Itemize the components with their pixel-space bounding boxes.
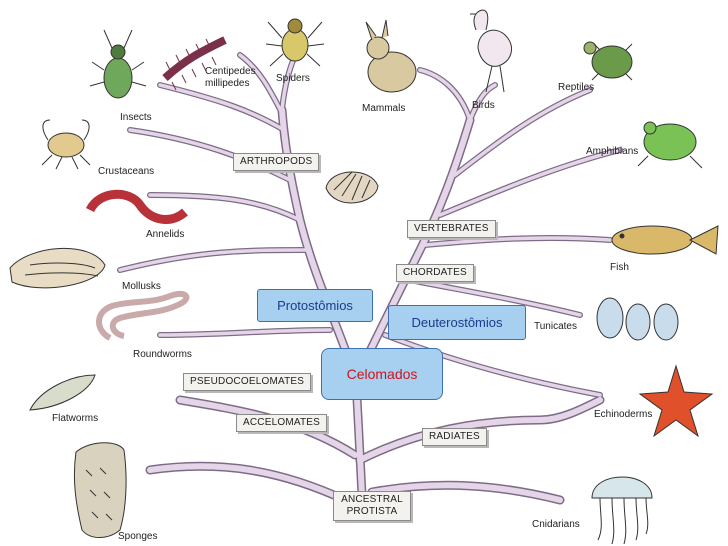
annelid-icon [85,189,188,224]
label-mollusks: Mollusks [122,281,161,292]
reptile-icon [583,41,633,81]
group-chordates: CHORDATES [396,264,474,282]
amphibian-icon [637,121,703,169]
tunicate-icon [596,297,679,341]
insect-branch [157,82,287,133]
label-roundworms: Roundworms [133,349,192,360]
group-ancestral-protista: ANCESTRAL PROTISTA [333,491,411,521]
protostome-branch [277,105,361,385]
label-cnidarians: Cnidarians [532,519,580,530]
fish-icon [611,225,719,255]
crustacean-icon [41,119,91,170]
label-spiders: Spiders [276,73,310,84]
label-birds: Birds [472,100,495,111]
cnidarian-icon [591,476,653,545]
group-arthropods: ARTHROPODS [233,153,320,171]
label-millipedes: millipedes [205,78,250,89]
group-pseudocoelomates: PSEUDOCOELOMATES [183,373,312,391]
label-amphibians: Amphibians [586,146,639,157]
mammal-icon [365,19,417,93]
overlay-deuterostomes: Deuterostômios [388,305,526,340]
label-tunicates: Tunicates [534,321,577,332]
overlay-coelomates: Celomados [321,348,443,400]
echinoderm-icon [638,364,714,438]
label-echinoderms: Echinoderms [594,409,653,420]
roundworm-icon [96,290,190,341]
label-centipedes: Centipedes [205,66,256,77]
label-insects: Insects [120,112,152,123]
label-reptiles: Reptiles [558,82,595,93]
sponge-icon [73,442,127,538]
group-radiates: RADIATES [422,428,487,446]
mammal-branch [417,67,473,123]
spider-icon [265,18,325,67]
label-flatworms: Flatworms [52,413,99,424]
centipede-icon [162,36,227,91]
overlay-protostomes: Protostômios [257,289,373,322]
label-sponges: Sponges [118,531,158,542]
flatworm-icon [29,374,96,411]
label-crustaceans: Crustaceans [98,166,155,177]
shell-icon [325,171,379,204]
mollusk-icon [9,247,106,289]
group-vertebrates: VERTEBRATES [407,220,496,238]
label-annelids: Annelids [146,229,185,240]
group-acoelomates: ACCELOMATES [236,414,328,432]
label-fish: Fish [610,262,629,273]
ancestral-line2: PROTISTA [346,506,398,517]
insect-icon [89,29,147,99]
bird-icon [470,9,513,93]
label-mammals: Mammals [362,103,406,114]
ancestral-line1: ANCESTRAL [341,494,403,505]
